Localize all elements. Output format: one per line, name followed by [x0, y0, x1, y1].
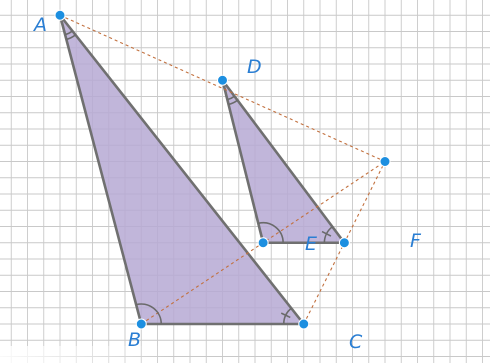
angle-mark-e	[258, 221, 284, 243]
points	[54, 9, 391, 330]
point-o	[379, 156, 391, 167]
label-d: D	[247, 56, 262, 78]
point-labels: A B C D E F	[32, 14, 422, 353]
angle-mark-d	[227, 95, 238, 106]
label-e: E	[305, 233, 317, 255]
scan-fade	[0, 346, 170, 363]
point-f	[338, 237, 350, 249]
point-b	[135, 318, 147, 330]
angle-marks	[64, 30, 333, 325]
dashed-line-a-o	[59, 14, 386, 163]
angle-mark-a	[64, 30, 76, 41]
angle-mark-f	[321, 226, 333, 243]
triangle-def	[221, 78, 346, 245]
point-c	[298, 318, 310, 330]
point-a	[54, 9, 66, 21]
angle-mark-b	[135, 303, 163, 325]
point-d	[217, 74, 228, 86]
point-e	[257, 237, 269, 249]
label-c: C	[349, 331, 363, 353]
triangle-abc	[58, 13, 306, 326]
label-f: F	[410, 230, 422, 252]
label-b: B	[128, 329, 141, 351]
triangles	[58, 13, 346, 326]
angle-mark-c	[280, 307, 292, 325]
label-a: A	[32, 14, 47, 36]
